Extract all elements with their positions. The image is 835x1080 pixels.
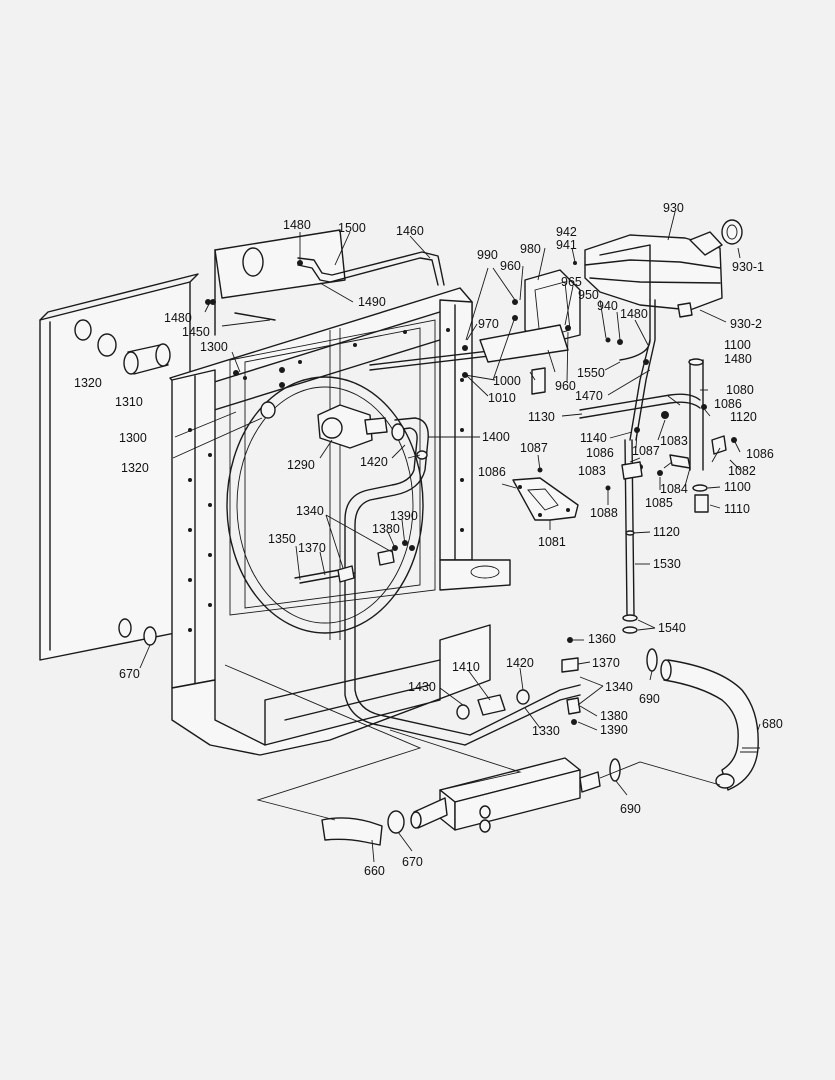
callout-1480-left: 1480 (164, 311, 192, 325)
callout-1430: 1430 (408, 680, 436, 694)
callout-1082: 1082 (728, 464, 756, 478)
callout-1450: 1450 (182, 325, 210, 339)
callout-1320-left: 1320 (121, 461, 149, 475)
callout-1080: 1080 (726, 383, 754, 397)
callout-1086-right: 1086 (746, 447, 774, 461)
callout-1290: 1290 (287, 458, 315, 472)
callout-1480-top: 1480 (283, 218, 311, 232)
callout-1000: 1000 (493, 374, 521, 388)
callout-1100-top: 1100 (724, 338, 751, 352)
callout-960-mid: 960 (555, 379, 576, 393)
clamp-690-bottom (609, 758, 621, 782)
callout-1110: 1110 (724, 502, 750, 516)
callout-1380-right: 1380 (600, 709, 628, 723)
callout-1086-bracket: 1086 (478, 465, 506, 479)
callout-1530: 1530 (653, 557, 681, 571)
callout-670-left: 670 (119, 667, 140, 681)
callout-1480-right: 1480 (724, 352, 752, 366)
callout-1081: 1081 (538, 535, 566, 549)
callout-1086-mid: 1086 (586, 446, 614, 460)
callout-1460: 1460 (396, 224, 424, 238)
callout-1410: 1410 (452, 660, 480, 674)
callout-960-top: 960 (500, 259, 521, 273)
callout-1086-top: 1086 (714, 397, 742, 411)
callout-660: 660 (364, 864, 385, 878)
callout-1480-tank: 1480 (620, 307, 648, 321)
callout-1370-left: 1370 (298, 541, 326, 555)
hose-680 (660, 659, 760, 791)
callout-1340-left: 1340 (296, 504, 324, 518)
lower-hose-1330 (456, 684, 581, 746)
callout-1120-top: 1120 (730, 410, 757, 424)
callout-1390-right: 1390 (600, 723, 628, 737)
callout-942: 942 (556, 225, 577, 239)
callout-labels: 930 930-1 930-2 942 941 990 980 960 965 … (74, 201, 783, 878)
callout-690-top: 690 (639, 692, 660, 706)
callout-1390-left: 1390 (390, 509, 418, 523)
radiator (39, 229, 346, 661)
assembly-leaders (224, 664, 721, 821)
callout-1310: 1310 (115, 395, 143, 409)
callout-1340-right: 1340 (605, 680, 633, 694)
callout-1350: 1350 (268, 532, 296, 546)
frame-assembly (169, 287, 511, 756)
callout-1550: 1550 (577, 366, 605, 380)
expansion-tank (584, 219, 743, 318)
callout-1100-bottom: 1100 (724, 480, 751, 494)
coolant-pipe-1400 (344, 417, 471, 746)
clamp-690-top (646, 648, 658, 672)
callout-930-2: 930-2 (730, 317, 762, 331)
bracket-1081 (512, 477, 579, 521)
callout-990: 990 (477, 248, 498, 262)
callout-1083-top: 1083 (660, 434, 688, 448)
callout-1087-bracket: 1087 (520, 441, 548, 455)
callout-1130: 1130 (528, 410, 555, 424)
callout-1083-mid: 1083 (578, 464, 606, 478)
callout-1420-bottom: 1420 (506, 656, 534, 670)
clamp-670-left (143, 626, 157, 646)
callout-1330: 1330 (532, 724, 560, 738)
callout-930: 930 (663, 201, 684, 215)
callout-1320-top: 1320 (74, 376, 102, 390)
callout-1500: 1500 (338, 221, 366, 235)
callout-940: 940 (597, 299, 618, 313)
callout-690-bottom: 690 (620, 802, 641, 816)
frame-rods (329, 328, 341, 640)
callout-1360: 1360 (588, 632, 616, 646)
callout-680: 680 (762, 717, 783, 731)
callout-1084: 1084 (660, 482, 688, 496)
callout-1370-right: 1370 (592, 656, 620, 670)
callout-1420-top: 1420 (360, 455, 388, 469)
callout-1300-left: 1300 (119, 431, 147, 445)
callout-1490: 1490 (358, 295, 386, 309)
callout-965: 965 (561, 275, 582, 289)
callout-930-1: 930-1 (732, 260, 764, 274)
callout-980: 980 (520, 242, 541, 256)
callout-1380-left: 1380 (372, 522, 400, 536)
upper-radiator-hose (74, 319, 171, 375)
callout-1300-top: 1300 (200, 340, 228, 354)
bottom-elbow-660 (321, 810, 405, 846)
callout-1087-mid: 1087 (632, 444, 660, 458)
water-pump (317, 404, 388, 449)
callout-1120-bottom: 1120 (653, 525, 680, 539)
fitting-left (118, 618, 132, 638)
callout-1470: 1470 (575, 389, 603, 403)
callout-1085: 1085 (645, 496, 673, 510)
callout-1540: 1540 (658, 621, 686, 635)
callout-941: 941 (556, 238, 577, 252)
heat-exchanger (410, 757, 601, 833)
overflow-pipe-1460 (297, 251, 445, 286)
fan-shroud-ring (226, 376, 424, 634)
callout-950: 950 (578, 288, 599, 302)
callout-1140: 1140 (580, 431, 607, 445)
callout-leaders (139, 211, 761, 863)
callout-670-bottom: 670 (402, 855, 423, 869)
callout-1010: 1010 (488, 391, 516, 405)
callout-970: 970 (478, 317, 499, 331)
callout-1088: 1088 (590, 506, 618, 520)
callout-1400: 1400 (482, 430, 510, 444)
fasteners (205, 260, 737, 725)
